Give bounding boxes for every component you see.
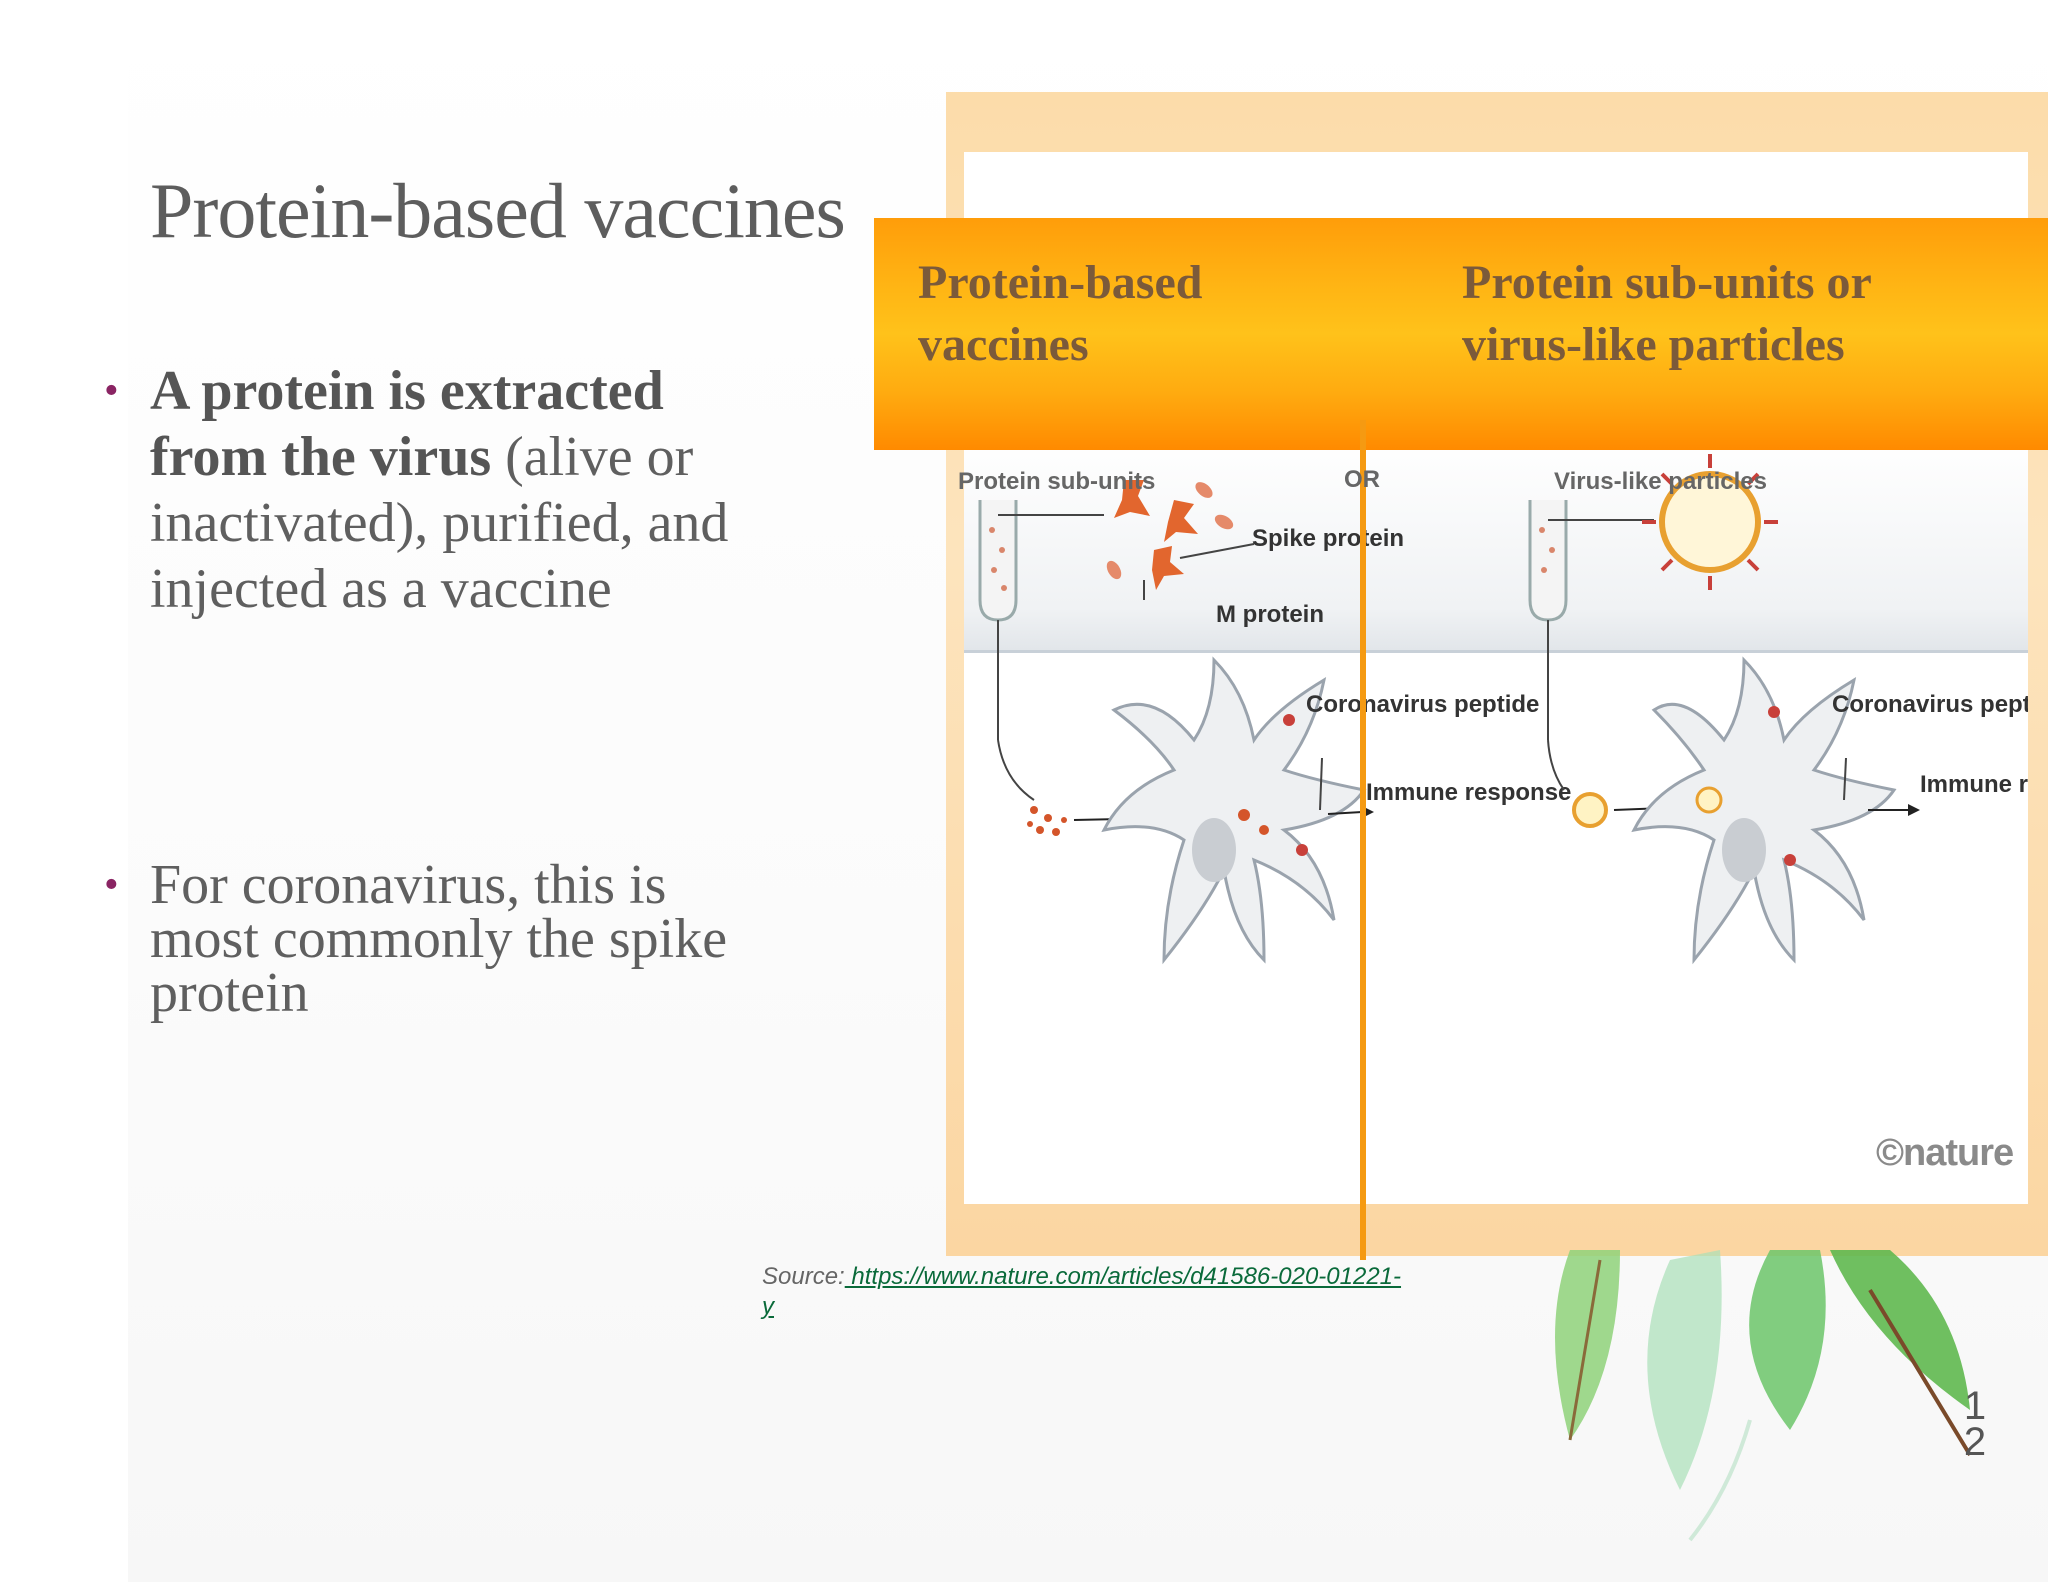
figure-membrane-band — [964, 440, 2028, 653]
virus-like-particles-label: Virus-like particles — [1554, 468, 1767, 495]
source-link[interactable]: https://www.nature.com/articles/d41586-0… — [762, 1263, 1402, 1320]
bullet-text: For coronavirus, this is most commonly t… — [150, 854, 728, 1024]
coronavirus-peptide-label-left: Coronavirus peptide — [1306, 691, 1539, 718]
spike-protein-icon — [1106, 480, 1234, 590]
immune-response-label-right: Immune response — [1920, 771, 2028, 798]
figure-header-left: Protein-based vaccines — [918, 256, 1203, 371]
source-prefix: Source: — [762, 1263, 845, 1290]
bullet-spike-protein: • For coronavirus, this is most commonly… — [104, 857, 750, 1021]
figure-header-right: Protein sub-units or virus-like particle… — [1462, 256, 1871, 371]
or-label: OR — [1344, 466, 1380, 493]
source-citation: Source: https://www.nature.com/articles/… — [762, 1262, 1402, 1322]
protein-subunits-label: Protein sub-units — [958, 468, 1156, 495]
leaves-decoration-icon — [1555, 1250, 1972, 1542]
dendritic-cell-icon-left — [1101, 656, 1367, 965]
bullet-protein-extracted: • A protein is extracted from the virus … — [104, 358, 770, 622]
test-tube-icon-left — [978, 500, 1104, 801]
bullet-dot: • — [104, 368, 119, 414]
bullet-bold-text: A protein is extracted from the virus — [150, 360, 664, 488]
m-protein-label: M protein — [1216, 601, 1324, 628]
spike-protein-label: Spike protein — [1252, 525, 1404, 552]
nature-credit-logo: ©nature — [1876, 1132, 2014, 1174]
page-number: 1 2 — [1963, 1384, 1987, 1464]
protein-fragments-icon — [1027, 806, 1067, 836]
dendritic-cell-icon-right — [1631, 656, 1897, 965]
vaccine-diagram: Coronavirus peptide Immune response M pr… — [978, 454, 2028, 965]
slide-title: Protein-based vaccines — [150, 167, 846, 254]
svg-text:Coronavirus peptide: Coronavirus peptide — [1306, 691, 1539, 718]
immune-response-label-left: Immune response — [1366, 779, 1571, 806]
bullet-dot: • — [104, 862, 119, 908]
figure-header-bar — [874, 218, 2048, 450]
small-virus-particle-icon — [1572, 792, 1608, 828]
figure-divider-line — [1360, 420, 1366, 1260]
bullet-text: (alive or inactivated), purified, and in… — [150, 426, 729, 620]
virus-like-particle-icon — [1642, 454, 1778, 590]
test-tube-icon-right — [1528, 500, 1654, 791]
coronavirus-peptide-label-right: Coronavirus peptide — [1832, 691, 2028, 718]
